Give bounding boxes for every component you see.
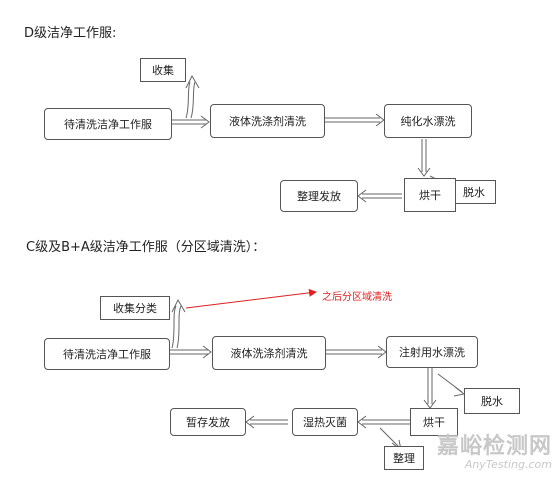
d-arrow-rinse-to-dry bbox=[417, 139, 431, 177]
cba-node-store-release: 暂存发放 bbox=[170, 408, 246, 436]
d-node-collect: 收集 bbox=[140, 58, 186, 82]
d-arrow-wash-to-rinse bbox=[325, 113, 385, 127]
watermark-en: AnyTesting.com bbox=[464, 458, 552, 471]
cba-node-tidy: 整理 bbox=[384, 446, 424, 470]
cba-arrow-dry-to-sterilize bbox=[357, 415, 410, 429]
cba-node-start: 待清洗洁净工作服 bbox=[44, 338, 170, 370]
d-arrow-collect bbox=[185, 74, 200, 119]
d-node-dry: 烘干 bbox=[404, 178, 456, 212]
d-node-tidy-release: 整理发放 bbox=[280, 180, 358, 212]
section-cba-title: C级及B+A级洁净工作服（分区域清洗）： bbox=[26, 240, 266, 255]
d-arrow-dry-to-tidy bbox=[357, 189, 402, 203]
cba-arrow-sterilize-to-store bbox=[245, 415, 288, 429]
d-node-pure-rinse: 纯化水漂洗 bbox=[384, 104, 472, 138]
cba-arrow-wash-to-rinse bbox=[326, 345, 387, 359]
section-d-title: D级洁净工作服: bbox=[24, 26, 117, 41]
watermark-cn: 嘉峪检测网 bbox=[436, 434, 552, 459]
cba-node-dewater: 脱水 bbox=[464, 388, 520, 414]
cba-arrow-to-dewater bbox=[437, 373, 466, 397]
cba-node-dry: 烘干 bbox=[410, 408, 458, 436]
d-node-liquid-wash: 液体洗涤剂清洗 bbox=[210, 104, 325, 138]
cba-annotation-arrow bbox=[185, 288, 317, 309]
d-node-start: 待清洗洁净工作服 bbox=[44, 108, 172, 140]
cba-arrow-collect bbox=[171, 298, 186, 349]
cba-arrow-rinse-to-dry bbox=[423, 368, 437, 409]
cba-node-collect-sort: 收集分类 bbox=[100, 296, 170, 320]
watermark: 嘉峪检测网 AnyTesting.com bbox=[392, 428, 552, 471]
d-node-dewater: 脱水 bbox=[452, 180, 496, 204]
cba-node-wfi-rinse: 注射用水漂洗 bbox=[386, 336, 478, 368]
cba-arrow-start-to-wash bbox=[170, 345, 212, 359]
d-arrow-start-to-wash bbox=[172, 115, 210, 129]
cba-node-liquid-wash: 液体洗涤剂清洗 bbox=[212, 336, 326, 370]
cba-annotation-text: 之后分区域清洗 bbox=[322, 290, 392, 303]
cba-node-moist-heat: 湿热灭菌 bbox=[292, 408, 358, 436]
